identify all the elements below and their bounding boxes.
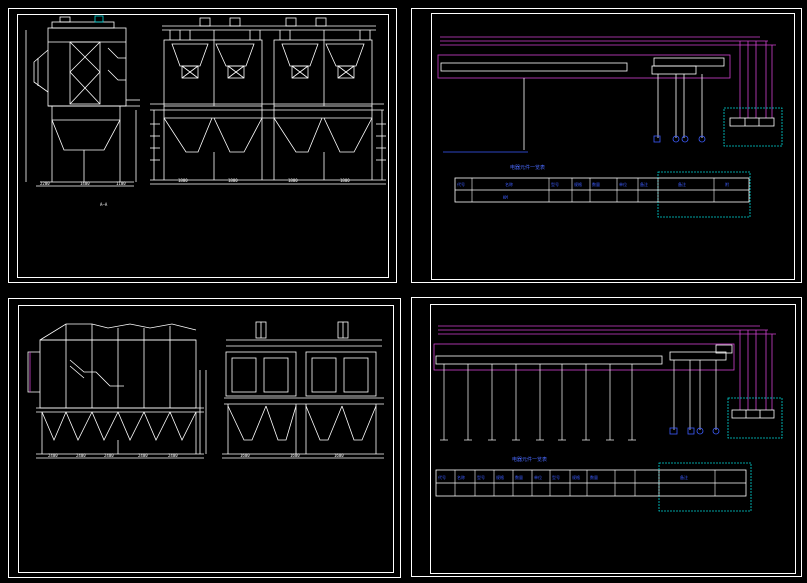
top-right-table-columns <box>471 178 715 202</box>
bottom-right-schematic <box>433 325 783 512</box>
sheet-top-left-inner-frame <box>17 14 389 278</box>
top-right-schematic <box>437 36 783 218</box>
sheet-bottom-left-inner-frame <box>18 305 394 573</box>
bottom-left-side-elevation <box>222 321 384 459</box>
sheet-bottom-right-inner-frame <box>430 304 796 574</box>
dim-label: 2200 <box>40 181 50 186</box>
table-cell: 代号 <box>457 181 465 187</box>
schedule-title: 电器元件一览表 <box>510 164 545 171</box>
table-cell: 代号 <box>438 474 446 480</box>
bottom-right-table-text: 代号 名称 型号 规格 数量 单位 型号 规格 数量 备注 <box>438 474 688 480</box>
table-cell: 单位 <box>619 181 627 187</box>
table-cell: 规格 <box>574 181 582 187</box>
dim-label: 2400 <box>138 453 148 458</box>
dim-label: 1800 <box>288 178 298 183</box>
bottom-left-front-elevation <box>27 323 207 459</box>
table-cell: 数量 <box>592 181 600 187</box>
top-left-front-dimension-labels: 1800 1800 1800 1800 <box>178 178 350 183</box>
top-left-side-elevation <box>25 15 140 187</box>
bottom-left-front-dimension-labels: 2400 2400 2400 2400 2400 <box>48 453 178 458</box>
dim-label: 2400 <box>168 453 178 458</box>
table-cell: 单位 <box>534 474 542 480</box>
bottom-left-side-dimension-labels: 1600 1600 1600 <box>240 453 344 458</box>
dim-label: 1400 <box>80 181 90 186</box>
dim-label: 1600 <box>290 453 300 458</box>
schedule-title: 电器元件一览表 <box>512 456 547 463</box>
view-caption: A—A <box>100 202 108 207</box>
table-cell: 附 <box>725 181 729 187</box>
table-cell: KM <box>503 195 508 200</box>
sheet-bottom-left <box>8 298 401 578</box>
dim-label: 1600 <box>334 453 344 458</box>
table-cell: 备注 <box>680 474 688 480</box>
top-right-table-text: 代号 名称 型号 规格 数量 单位 备注 备注 附 KM <box>457 181 729 200</box>
dim-label: 2400 <box>48 453 58 458</box>
table-cell: 名称 <box>505 181 513 187</box>
bottom-right-motor-symbols <box>669 427 720 435</box>
bottom-right-feeders <box>440 360 717 441</box>
table-cell: 型号 <box>551 181 559 187</box>
dim-label: 1100 <box>116 181 126 186</box>
dim-label: 1800 <box>178 178 188 183</box>
table-cell: 数量 <box>515 474 523 480</box>
table-cell: 数量 <box>590 474 598 480</box>
top-left-dimension-labels: 2200 1400 1100 A—A <box>40 181 126 207</box>
dim-label: 1600 <box>240 453 250 458</box>
sheet-top-right-inner-frame <box>431 13 795 280</box>
sheet-bottom-right <box>411 297 802 577</box>
table-cell: 型号 <box>552 474 560 480</box>
dim-label: 1800 <box>228 178 238 183</box>
table-cell: 名称 <box>457 474 465 480</box>
dim-label: 2400 <box>76 453 86 458</box>
dim-label: 1800 <box>340 178 350 183</box>
table-cell: 规格 <box>496 474 504 480</box>
table-cell: 备注 <box>678 181 686 187</box>
table-cell: 型号 <box>477 474 485 480</box>
dim-label: 2400 <box>104 453 114 458</box>
table-cell: 规格 <box>572 474 580 480</box>
sheet-top-right <box>411 8 802 283</box>
table-cell: 备注 <box>640 181 648 187</box>
bottom-right-table-columns <box>454 470 716 496</box>
top-left-front-elevation <box>150 17 386 185</box>
sheet-top-left <box>8 8 397 283</box>
